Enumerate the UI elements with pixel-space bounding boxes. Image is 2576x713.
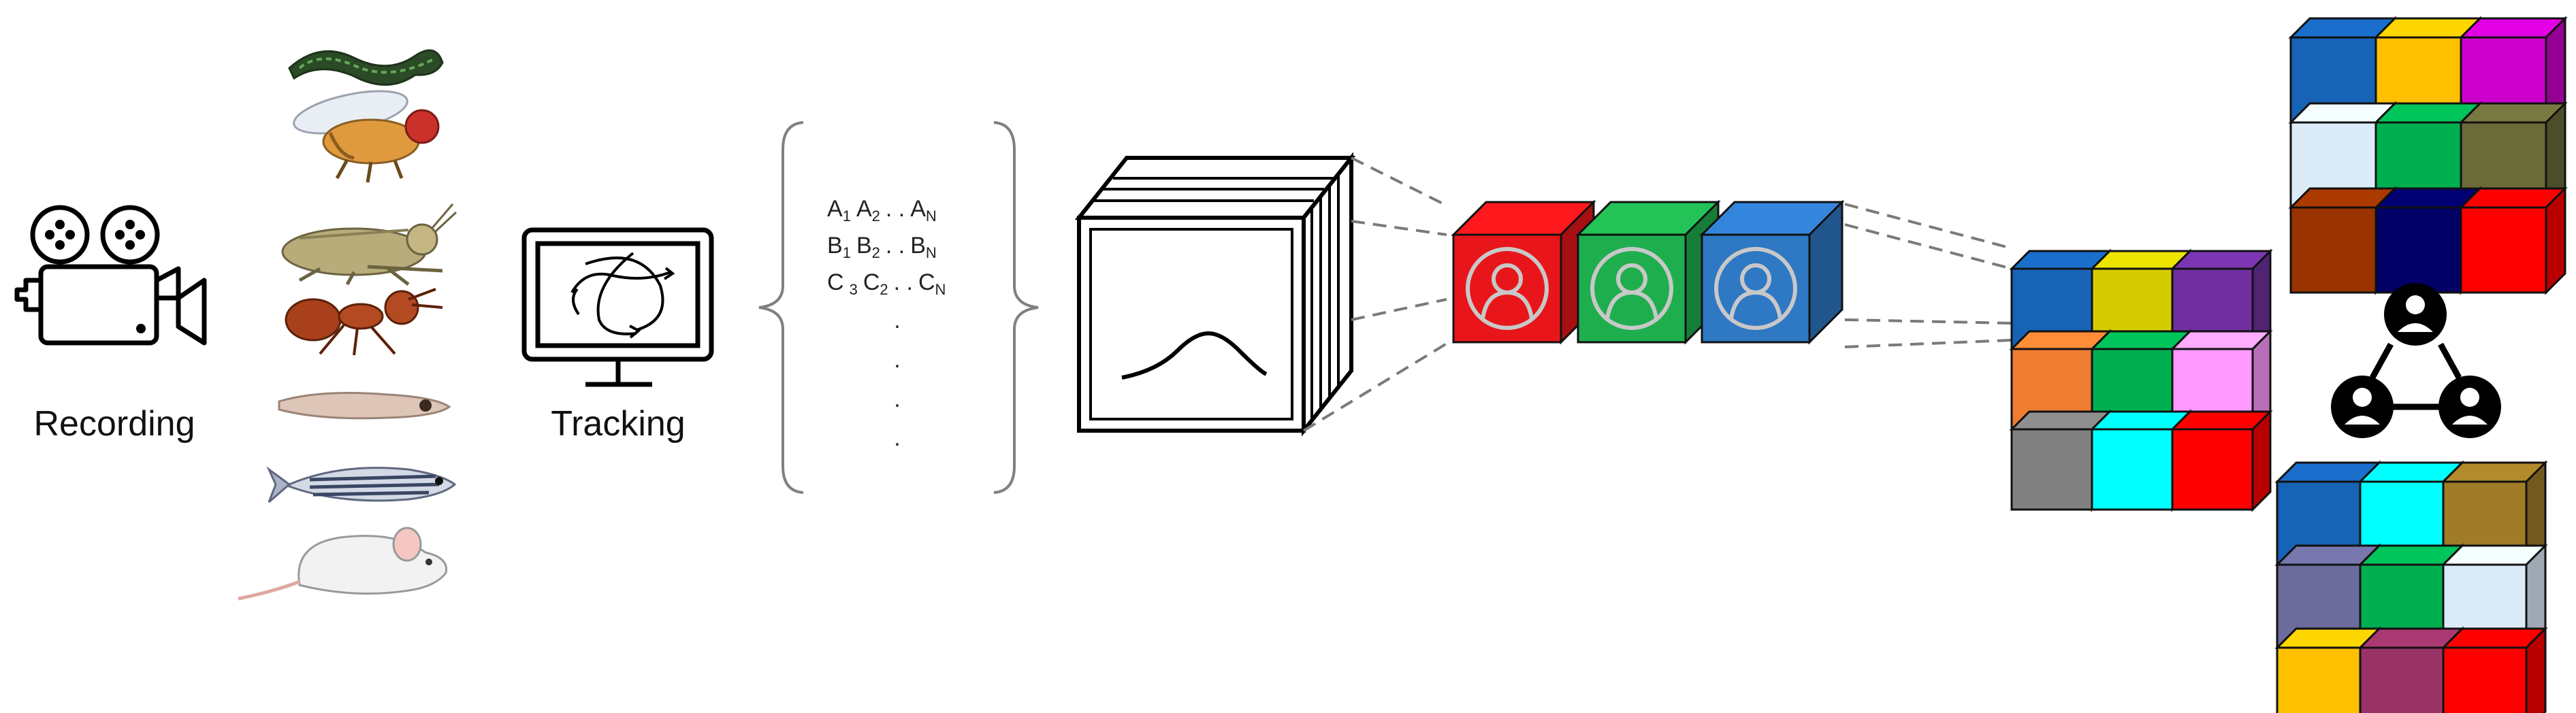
recording-label: Recording (33, 404, 195, 444)
center-cube-grid (2009, 248, 2273, 512)
social-network-icon (2331, 283, 2501, 438)
left-brace (758, 121, 804, 494)
fly-icon (293, 90, 440, 183)
identity-cube (1451, 199, 1596, 345)
user-icon (1590, 247, 1673, 330)
ant-icon (285, 288, 443, 356)
grid-cube (2441, 626, 2548, 713)
identity-cube (1575, 199, 1721, 345)
user-icon (2438, 376, 2501, 438)
sequence-ellipsis-2: . (894, 347, 900, 373)
user-icon (1714, 247, 1797, 330)
identity-cube (1699, 199, 1845, 345)
tracking-monitor-icon (521, 227, 714, 387)
grid-cube (2288, 186, 2398, 295)
frame-stack (1074, 152, 1356, 437)
zebrafish-icon (266, 466, 457, 503)
grid-cube (2458, 186, 2568, 295)
user-icon (2331, 376, 2394, 438)
bottom-cube-grid (2274, 460, 2548, 713)
locust-icon (281, 203, 457, 286)
mouse-icon (238, 527, 448, 601)
sequence-ellipsis-4: . (894, 425, 900, 451)
sequence-ellipsis-1: . (894, 308, 900, 333)
user-icon (1466, 247, 1549, 330)
right-brace (993, 121, 1039, 494)
sequence-ellipsis-3: . (894, 386, 900, 412)
worm-icon (288, 49, 444, 86)
identity-cubes (1451, 199, 1845, 345)
user-icon (2384, 283, 2447, 346)
grid-cube (2170, 409, 2273, 512)
tracking-label: Tracking (551, 404, 685, 444)
connector-lines (1302, 156, 2012, 432)
top-cube-grid (2288, 16, 2568, 295)
video-camera-icon (14, 205, 207, 346)
larva-icon (278, 392, 451, 420)
